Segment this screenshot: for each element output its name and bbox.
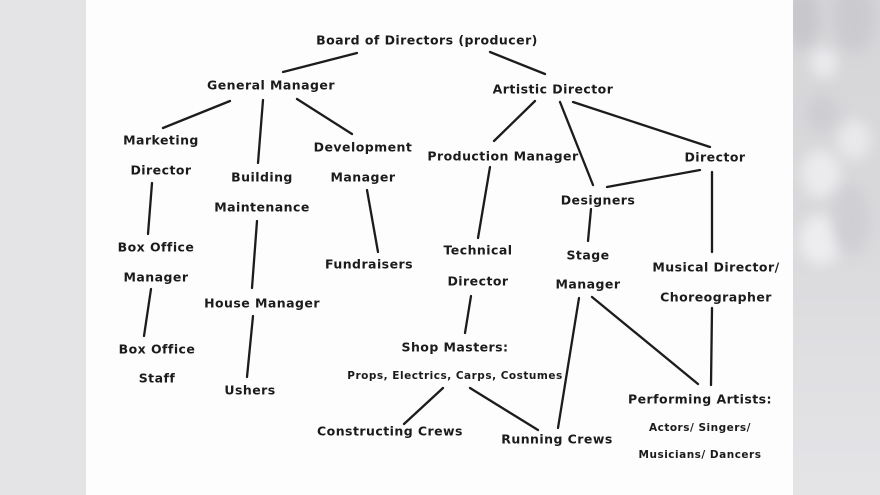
edge-general-manager-to-building-maintenance [256,98,265,165]
org-node-shop-masters-detail: Props, Electrics, Carps, Costumes [347,370,563,382]
org-node-marketing-director-line2: Director [130,162,192,178]
blurred-background-shape [837,120,871,160]
edge-general-manager-to-marketing-director [161,99,232,130]
blurred-background-shape [811,48,837,78]
org-node-performing-artists-detail-line1: Actors/ Singers/ [648,422,752,434]
org-node-box-office-manager-line1: Box Office [117,239,195,255]
edge-board-of-directors-to-general-manager [281,51,359,74]
edge-building-maintenance-to-house-manager [250,219,259,290]
right-gray-strip [793,0,880,495]
org-node-musical-director-choreographer-line2: Choreographer [660,289,772,305]
edge-development-manager-to-fundraisers [365,188,380,254]
org-node-director: Director [684,149,746,165]
edge-marketing-director-to-box-office-manager [146,181,154,236]
edge-shop-masters-detail-to-constructing-crews [402,386,445,426]
org-node-box-office-staff-line2: Staff [138,370,176,386]
edge-artistic-director-to-production-manager [492,99,537,143]
org-node-musical-director-choreographer-line1: Musical Director/ [652,259,780,275]
edge-technical-director-to-shop-masters-heading [463,294,473,335]
org-node-building-maintenance-line2: Maintenance [214,199,310,215]
org-node-technical-director-line1: Technical [443,242,513,258]
org-node-stage-manager-line2: Manager [555,276,621,292]
org-node-house-manager: House Manager [204,295,320,311]
org-node-production-manager: Production Manager [427,148,579,164]
org-node-box-office-staff-line1: Box Office [118,341,196,357]
blurred-background-shape [833,185,869,255]
org-node-running-crews: Running Crews [501,431,613,447]
org-node-ushers: Ushers [224,382,276,398]
org-node-designers: Designers [560,192,636,208]
edge-stage-manager-to-performing-artists-heading [590,295,700,386]
org-node-general-manager: General Manager [207,77,335,93]
org-node-development-manager-line2: Manager [330,169,396,185]
org-node-development-manager-line1: Development [313,139,413,155]
edge-artistic-director-to-designers [558,100,595,187]
org-node-marketing-director-line1: Marketing [123,132,199,148]
blurred-background-shape [807,95,837,131]
org-node-performing-artists-heading: Performing Artists: [627,391,773,407]
edge-designers-to-stage-manager [586,207,593,243]
org-node-technical-director-line2: Director [447,273,509,289]
org-node-performing-artists-detail-line2: Musicians/ Dancers [638,449,762,461]
edge-artistic-director-to-director [571,100,712,149]
edge-house-manager-to-ushers [245,314,255,379]
edge-board-of-directors-to-artistic-director [488,50,547,76]
edge-production-manager-to-technical-director [476,165,492,240]
edge-general-manager-to-development-manager [295,97,354,136]
blurred-background-shape [801,150,841,198]
edge-director-to-designers [605,168,702,189]
org-node-shop-masters-heading: Shop Masters: [401,339,509,355]
org-node-building-maintenance-line1: Building [231,169,293,185]
org-node-artistic-director: Artistic Director [492,81,614,97]
org-node-stage-manager-line1: Stage [566,247,610,263]
edge-shop-masters-detail-to-running-crews [468,386,540,432]
org-node-fundraisers: Fundraisers [324,256,414,272]
org-node-board-of-directors: Board of Directors (producer) [316,32,538,48]
edge-musical-director-choreographer-to-performing-artists-heading [709,306,714,387]
edge-box-office-manager-to-box-office-staff [142,287,153,338]
org-node-constructing-crews: Constructing Crews [317,423,463,439]
edge-stage-manager-to-running-crews [556,296,581,430]
org-node-box-office-manager-line2: Manager [123,269,189,285]
left-gray-strip [0,0,86,495]
